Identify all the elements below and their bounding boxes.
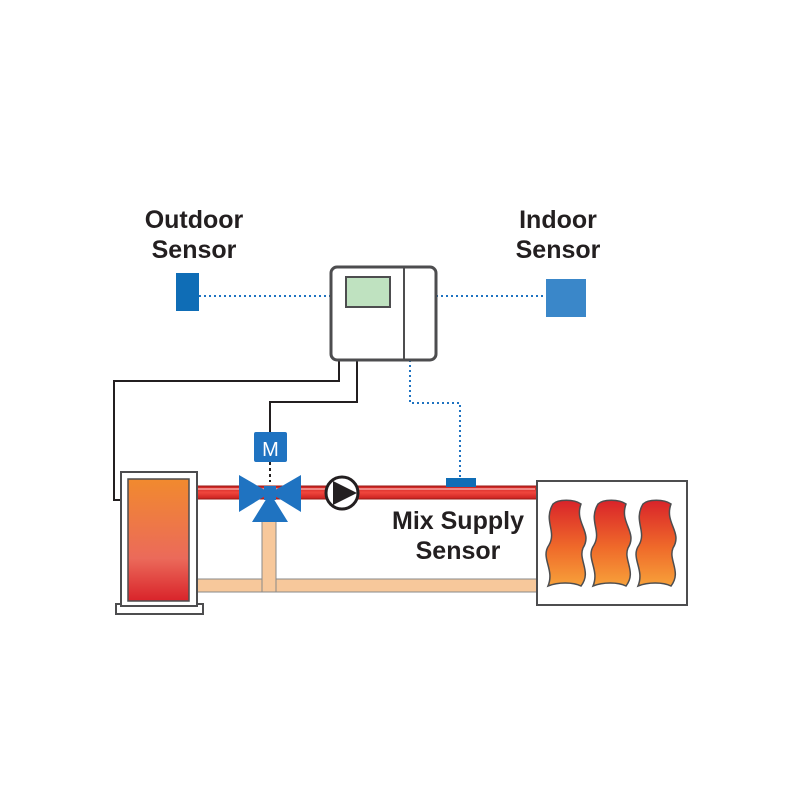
mix-supply-sensor-icon	[446, 478, 476, 487]
boiler-wire	[113, 360, 340, 501]
controller-screen	[345, 276, 391, 308]
control-wires	[113, 360, 358, 501]
indoor-sensor-label-line2: Sensor	[516, 236, 601, 264]
indoor-sensor-label-line1: Indoor	[519, 206, 597, 234]
mix-supply-sensor-label-line2: Sensor	[416, 537, 501, 565]
mix-supply-sensor-label-line1: Mix Supply	[392, 507, 524, 535]
outdoor-sensor-icon	[176, 273, 199, 311]
radiator-fin	[590, 499, 632, 588]
motor-icon: M	[254, 432, 287, 462]
mix-supply-sensor-wire	[409, 360, 461, 479]
radiator-fin	[635, 499, 677, 588]
radiator-icon	[536, 480, 688, 606]
motor-wire	[269, 360, 358, 432]
outdoor-sensor-label-line1: Outdoor	[145, 206, 244, 234]
bypass-pipe	[261, 514, 277, 593]
sensor-wires	[199, 295, 546, 479]
indoor-sensor-icon	[546, 279, 586, 317]
pump-icon	[324, 475, 360, 511]
radiator-fin	[545, 499, 587, 588]
controller-icon	[329, 265, 438, 362]
boiler-icon	[115, 471, 204, 615]
outdoor-sensor-label-line2: Sensor	[152, 236, 237, 264]
mixing-valve-icon	[239, 462, 301, 522]
motor-label: M	[262, 439, 279, 461]
